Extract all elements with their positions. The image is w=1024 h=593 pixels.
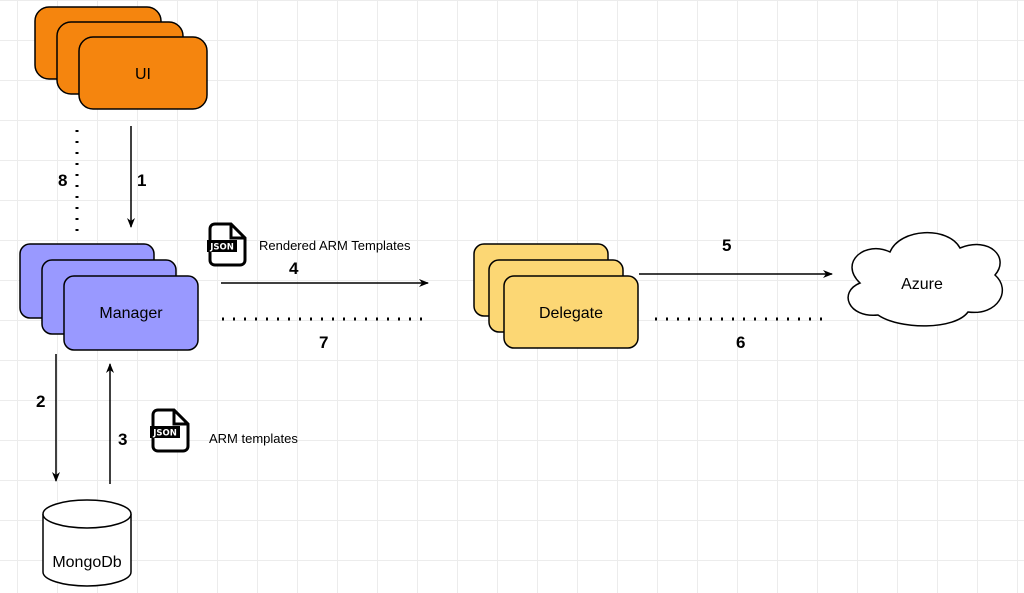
ui-node[interactable]: UI (34, 6, 208, 110)
step-1-label: 1 (137, 171, 146, 190)
json-file-icon: JSON (207, 222, 247, 267)
step-7-label: 7 (319, 333, 328, 352)
step-2-label: 2 (36, 392, 45, 411)
step-3-label: 3 (118, 430, 127, 449)
rendered-arm-templates-caption: Rendered ARM Templates (259, 238, 411, 253)
manager-node[interactable]: Manager (19, 243, 199, 351)
mongodb-label: MongoDb (52, 554, 121, 571)
ui-label: UI (135, 66, 151, 83)
arm-templates-caption: ARM templates (209, 431, 298, 446)
step-8-label: 8 (58, 171, 67, 190)
azure-label: Azure (901, 276, 943, 293)
mongodb-cylinder-node[interactable]: MongoDb (42, 499, 132, 587)
step-5-label: 5 (722, 236, 731, 255)
step-6-label: 6 (736, 333, 745, 352)
step-4-label: 4 (289, 259, 299, 278)
delegate-label: Delegate (539, 305, 603, 322)
azure-cloud-node[interactable]: Azure (847, 232, 1004, 327)
manager-label: Manager (99, 305, 163, 322)
delegate-node[interactable]: Delegate (473, 243, 639, 349)
json-file-icon: JSON (150, 408, 190, 453)
json-icon-text: JSON (152, 429, 177, 439)
json-icon-text: JSON (209, 243, 234, 253)
